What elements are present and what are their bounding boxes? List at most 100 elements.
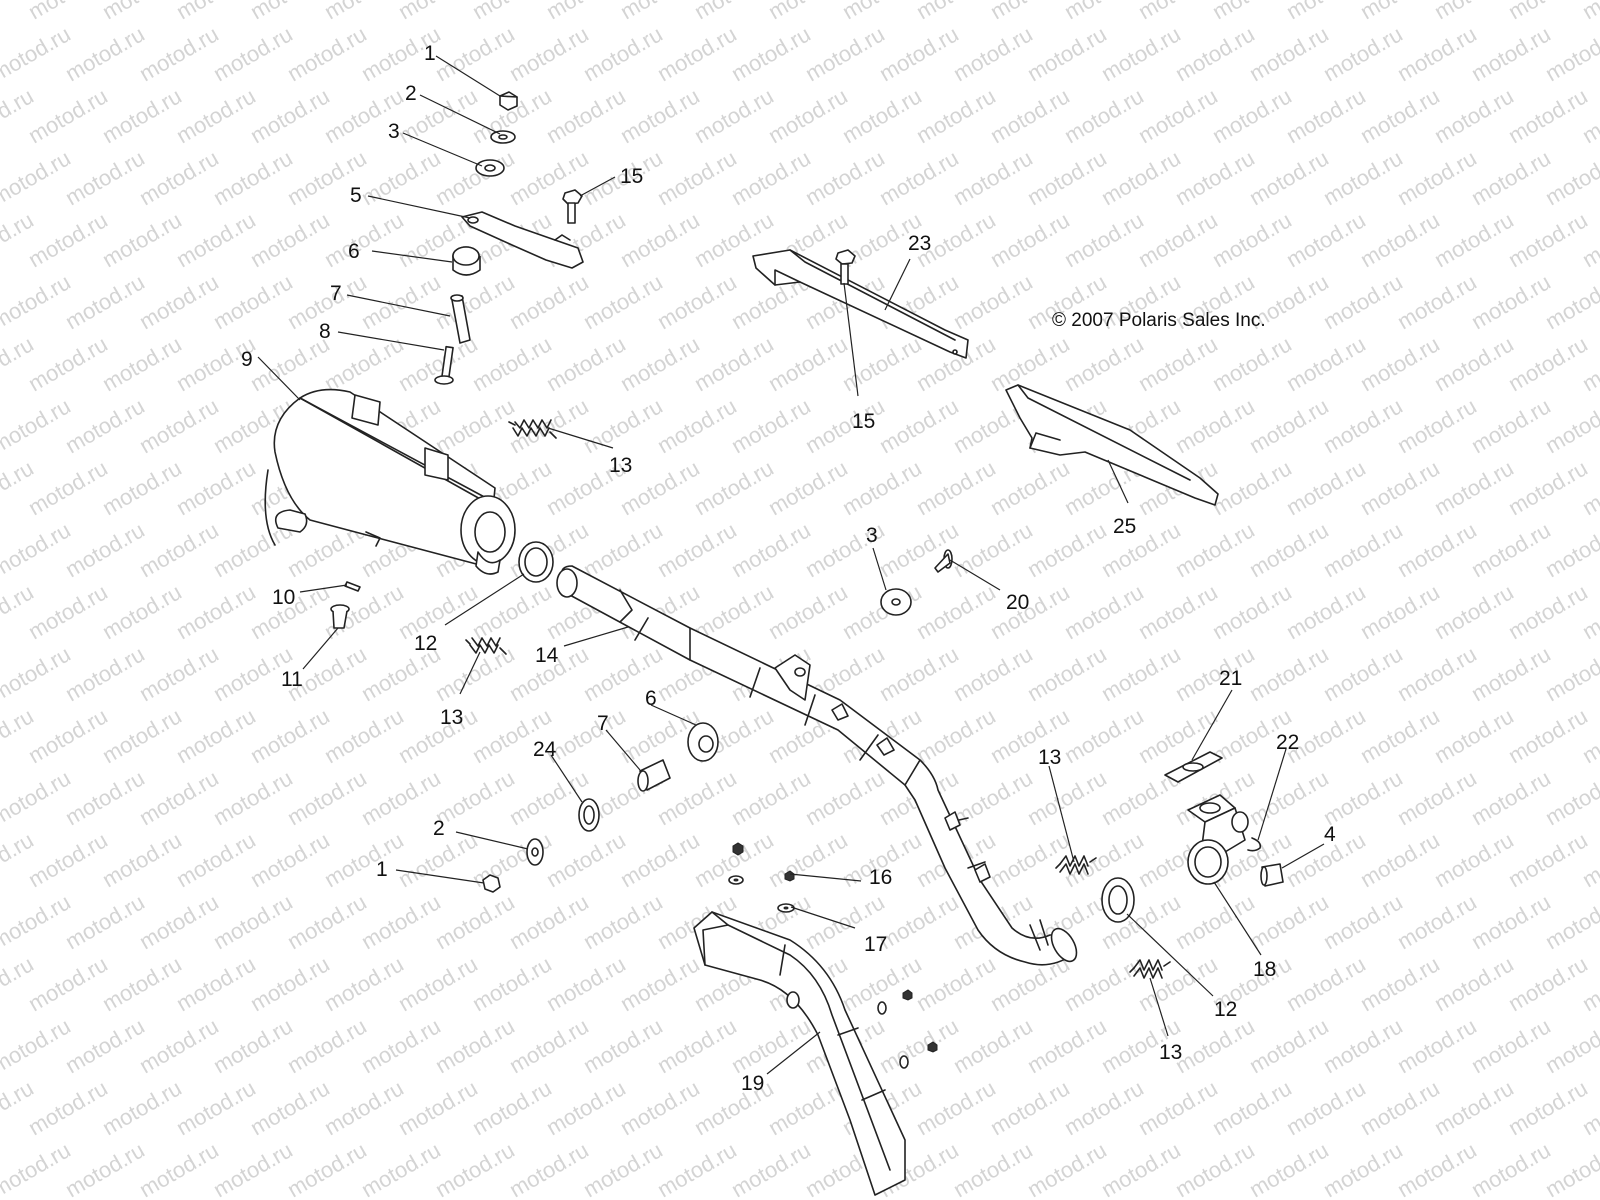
watermark-text: motod.ru bbox=[431, 1137, 519, 1200]
watermark-text: motod.ru bbox=[801, 393, 889, 458]
watermark-text: motod.ru bbox=[98, 827, 186, 892]
watermark-text: motod.ru bbox=[1504, 951, 1592, 1016]
watermark-text: motod.ru bbox=[653, 1013, 741, 1078]
watermark-text: motod.ru bbox=[320, 951, 408, 1016]
watermark-text: motod.ru bbox=[1023, 641, 1111, 706]
watermark-text: motod.ru bbox=[246, 951, 334, 1016]
watermark-text: motod.ru bbox=[431, 21, 519, 86]
watermark-text: motod.ru bbox=[172, 455, 260, 520]
watermark-text: motod.ru bbox=[246, 83, 334, 148]
watermark-text: motod.ru bbox=[0, 1013, 75, 1078]
watermark-text: motod.ru bbox=[1097, 1137, 1185, 1200]
watermark-text: motod.ru bbox=[1541, 641, 1600, 706]
callout-14: 14 bbox=[535, 644, 559, 667]
gasket-12-right bbox=[1101, 877, 1135, 923]
hex-nut-1-upper bbox=[499, 91, 518, 111]
watermark-text: motod.ru bbox=[135, 641, 223, 706]
watermark-text: motod.ru bbox=[505, 1137, 593, 1200]
watermark-text: motod.ru bbox=[1356, 331, 1444, 396]
callout-21: 21 bbox=[1219, 667, 1242, 690]
watermark-text: motod.ru bbox=[1430, 455, 1518, 520]
callout-3-upper: 3 bbox=[388, 120, 400, 143]
callout-15-upper: 15 bbox=[620, 165, 643, 188]
watermark-text: motod.ru bbox=[1504, 83, 1592, 148]
watermark-text: motod.ru bbox=[0, 1137, 75, 1200]
watermark-text: motod.ru bbox=[1541, 1137, 1600, 1200]
watermark-text: motod.ru bbox=[542, 331, 630, 396]
watermark-text: motod.ru bbox=[986, 1075, 1074, 1140]
watermark-text: motod.ru bbox=[616, 331, 704, 396]
watermark-text: motod.ru bbox=[61, 1137, 149, 1200]
watermark-text: motod.ru bbox=[1541, 1013, 1600, 1078]
watermark-text: motod.ru bbox=[912, 703, 1000, 768]
watermark-text: motod.ru bbox=[1060, 579, 1148, 644]
callout-12-right: 12 bbox=[1214, 998, 1237, 1021]
watermark-text: motod.ru bbox=[1356, 207, 1444, 272]
watermark-text: motod.ru bbox=[1393, 145, 1481, 210]
watermark-text: motod.ru bbox=[1245, 641, 1333, 706]
callout-13-right-upper: 13 bbox=[1038, 746, 1061, 769]
watermark-text: motod.ru bbox=[579, 1137, 667, 1200]
watermark-text: motod.ru bbox=[394, 579, 482, 644]
watermark-text: motod.ru bbox=[468, 579, 556, 644]
bracket-5 bbox=[461, 211, 584, 269]
watermark-text: motod.ru bbox=[542, 951, 630, 1016]
watermark-text: motod.ru bbox=[172, 703, 260, 768]
watermark-text: motod.ru bbox=[1171, 1137, 1259, 1200]
watermark-text: motod.ru bbox=[357, 765, 445, 830]
watermark-text: motod.ru bbox=[616, 827, 704, 892]
watermark-text: motod.ru bbox=[1467, 393, 1555, 458]
clip-11 bbox=[330, 604, 350, 629]
watermark-text: motod.ru bbox=[1393, 517, 1481, 582]
watermark-text: motod.ru bbox=[1023, 765, 1111, 830]
watermark-text: motod.ru bbox=[505, 269, 593, 334]
watermark-text: motod.ru bbox=[690, 1075, 778, 1140]
watermark-text: motod.ru bbox=[1060, 207, 1148, 272]
watermark-text: motod.ru bbox=[912, 83, 1000, 148]
watermark-text: motod.ru bbox=[1541, 517, 1600, 582]
watermark-text: motod.ru bbox=[949, 145, 1037, 210]
watermark-text: motod.ru bbox=[875, 393, 963, 458]
watermark-text: motod.ru bbox=[579, 393, 667, 458]
watermark-text: motod.ru bbox=[209, 21, 297, 86]
watermark-text: motod.ru bbox=[1504, 455, 1592, 520]
watermark-text: motod.ru bbox=[394, 951, 482, 1016]
watermark-text: motod.ru bbox=[0, 641, 75, 706]
watermark-text: motod.ru bbox=[1356, 703, 1444, 768]
watermark-text: motod.ru bbox=[1282, 207, 1370, 272]
watermark-text: motod.ru bbox=[135, 145, 223, 210]
watermark-text: motod.ru bbox=[653, 1137, 741, 1200]
watermark-text: motod.ru bbox=[209, 269, 297, 334]
watermark-text: motod.ru bbox=[357, 269, 445, 334]
watermark-text: motod.ru bbox=[1282, 331, 1370, 396]
watermark-text: motod.ru bbox=[357, 145, 445, 210]
clamp-22 bbox=[1247, 837, 1262, 852]
watermark-text: motod.ru bbox=[1467, 641, 1555, 706]
watermark-text: motod.ru bbox=[209, 1013, 297, 1078]
washer-2-lower bbox=[526, 838, 544, 866]
watermark-text: motod.ru bbox=[653, 393, 741, 458]
callout-9: 9 bbox=[241, 348, 253, 371]
watermark-text: motod.ru bbox=[135, 1013, 223, 1078]
callout-17: 17 bbox=[864, 933, 887, 956]
watermark-text: motod.ru bbox=[172, 827, 260, 892]
watermark-text: motod.ru bbox=[320, 207, 408, 272]
watermark-text: motod.ru bbox=[1245, 517, 1333, 582]
watermark-text: motod.ru bbox=[949, 1137, 1037, 1200]
watermark-text: motod.ru bbox=[1467, 517, 1555, 582]
watermark-text: motod.ru bbox=[61, 393, 149, 458]
callout-20: 20 bbox=[1006, 591, 1029, 614]
watermark-text: motod.ru bbox=[1504, 207, 1592, 272]
watermark-text: motod.ru bbox=[949, 641, 1037, 706]
washer-24 bbox=[578, 798, 600, 832]
watermark-text: motod.ru bbox=[98, 331, 186, 396]
watermark-text: motod.ru bbox=[1393, 641, 1481, 706]
watermark-text: motod.ru bbox=[24, 455, 112, 520]
heat-shield-23 bbox=[752, 249, 969, 359]
watermark-text: motod.ru bbox=[1430, 207, 1518, 272]
watermark-text: motod.ru bbox=[1319, 145, 1407, 210]
watermark-text: motod.ru bbox=[542, 827, 630, 892]
watermark-text: motod.ru bbox=[1097, 145, 1185, 210]
watermark-text: motod.ru bbox=[468, 331, 556, 396]
